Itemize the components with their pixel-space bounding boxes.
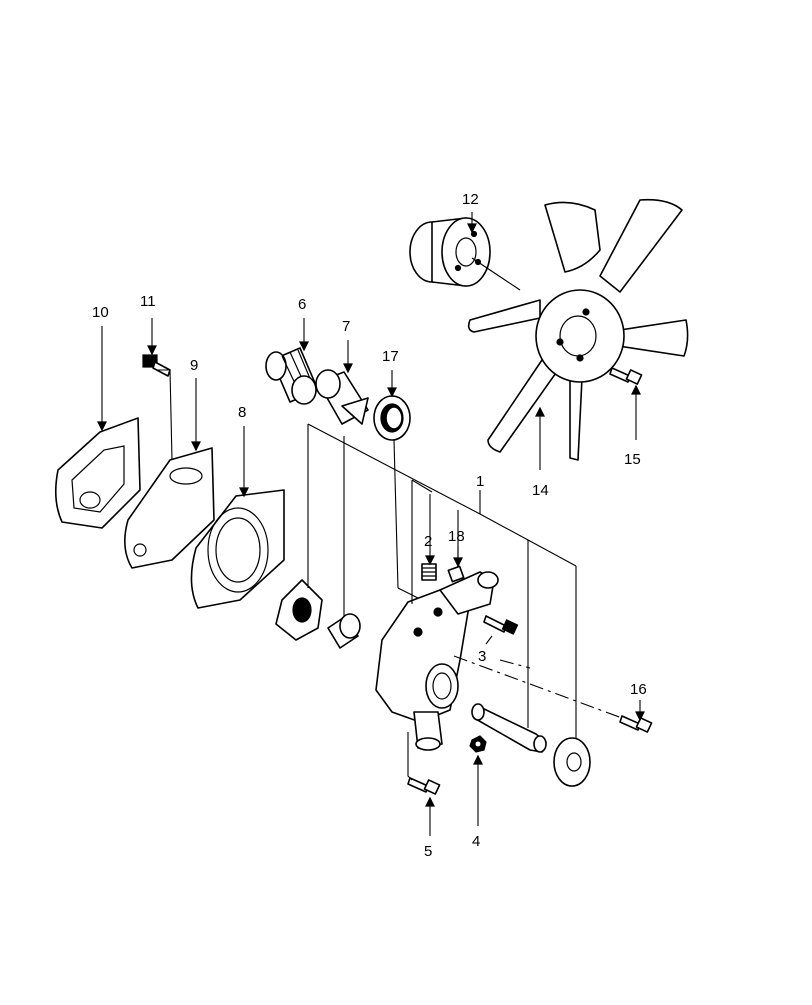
callout-11: 11 [140,293,156,310]
callout-2: 2 [424,533,432,550]
callout-14: 14 [532,482,549,499]
gasket-9 [124,447,215,569]
callout-9: 9 [190,357,198,374]
nut-4 [469,735,487,753]
bolt-11 [142,354,171,377]
callout-3: 3 [478,648,486,665]
pump-shaft [471,703,547,753]
gasket-8 [190,489,285,609]
plug-2 [421,563,437,581]
callout-17: 17 [382,348,399,365]
hose-6 [265,347,319,405]
seal-ring-17 [373,395,411,441]
callout-16: 16 [630,681,647,698]
callout-4: 4 [472,833,480,850]
callout-15: 15 [624,451,641,468]
leader-lines [101,212,641,836]
callout-10: 10 [92,304,109,321]
callout-labels: 1 2 3 4 5 6 7 8 9 10 11 12 14 15 16 17 1… [92,191,647,860]
bolt-3 [483,615,519,635]
arrowheads [97,223,645,807]
bolt-15 [609,367,643,385]
bolt-16 [619,715,653,733]
water-pump-body [375,571,499,751]
callout-7: 7 [342,318,350,335]
callout-8: 8 [238,404,246,421]
pump-hub [553,737,591,787]
callout-5: 5 [424,843,432,860]
impeller [275,579,323,641]
bolt-5 [407,777,441,795]
gasket-10 [54,417,141,529]
callout-6: 6 [298,296,306,313]
callout-18: 18 [448,528,465,545]
fitting-18 [447,565,465,583]
callout-12: 12 [462,191,479,208]
bushing [327,613,361,649]
thermostat-7 [315,369,369,425]
callout-1: 1 [476,473,484,490]
fan-pulley [409,217,491,287]
cooling-fan [467,198,689,461]
